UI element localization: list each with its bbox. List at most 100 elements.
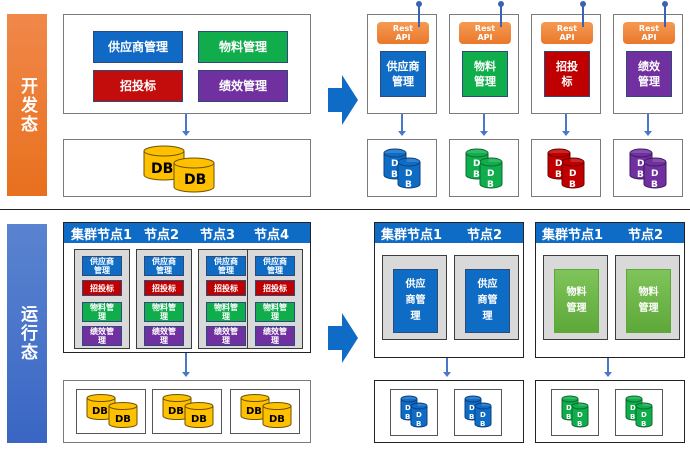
node-service: 物料 管理: [626, 269, 671, 333]
db-letter: B: [405, 413, 410, 421]
db-letter: B: [487, 180, 494, 190]
node-module-line: 招投标: [263, 283, 287, 293]
db-group-box: D B D B: [615, 389, 663, 436]
node-module: 绩效管 理: [144, 326, 184, 346]
node-module: 供应商 管理: [206, 256, 246, 276]
phase-label-dev-text: 开发态: [17, 76, 37, 134]
node-module: 物料管 理: [206, 302, 246, 322]
db-letter: B: [577, 420, 582, 428]
cluster-node-1: 物料 管理: [543, 255, 608, 340]
node-module-line: 理: [98, 336, 106, 345]
node-service: 物料 管理: [554, 269, 599, 333]
db-letter: B: [630, 413, 635, 421]
node-module-line: 管理: [94, 266, 110, 275]
node-module-line: 供应商: [90, 257, 114, 266]
node-module-line: 供应商: [152, 257, 176, 266]
node-module: 绩效管 理: [255, 326, 295, 346]
database-icon: DB DB: [162, 394, 214, 428]
cluster-node-1: 供应商 管理 招投标 物料管 理 绩效管 理: [74, 249, 130, 349]
db-letter: D: [651, 169, 658, 179]
microservice-db-box: D B D B: [449, 139, 519, 197]
dev-module-material: 物料管理: [198, 31, 288, 63]
database-icon: D B D B: [547, 148, 585, 190]
api-connector-dot: [498, 1, 504, 7]
microservice-module: 绩效 管理: [626, 51, 672, 97]
node-module: 招投标: [255, 280, 295, 296]
db-label: DB: [168, 406, 184, 417]
node-module-line: 理: [160, 312, 168, 321]
database-icon: DB DB: [240, 394, 292, 428]
dev-monolith-db-box: DB DB: [63, 139, 311, 197]
node-module: 物料管 理: [255, 302, 295, 322]
run-monolith-arrow: [182, 353, 190, 377]
api-label: API: [395, 33, 411, 42]
db-letter: D: [416, 411, 422, 419]
phase-label-run: 运行态: [7, 224, 47, 443]
node-module-line: 绩效管: [263, 327, 287, 336]
phase-divider: [0, 209, 690, 210]
api-label: API: [477, 33, 493, 42]
db-label-2: DB: [184, 172, 206, 188]
service-name-line: 标: [561, 75, 573, 88]
cluster-node-2-label: 节点2: [467, 227, 503, 243]
db-letter: B: [469, 413, 474, 421]
service-line: 管理: [638, 303, 659, 314]
transform-arrow-dev: [328, 75, 358, 125]
node-module-line: 绩效管: [152, 327, 176, 336]
cluster-node-4-label: 节点4: [254, 227, 290, 243]
db-group-box: D B D B: [551, 389, 599, 436]
api-connector-line: [664, 3, 666, 27]
db-letter: B: [405, 180, 412, 190]
db-letter: B: [651, 180, 658, 190]
api-connector-dot: [662, 1, 668, 7]
api-connector-line: [418, 3, 420, 27]
node-module-line: 管理: [267, 266, 283, 275]
cluster-header: 集群节点1 节点2: [375, 223, 523, 243]
cluster-db-box: D B D B D B D B: [374, 380, 524, 443]
db-letter: B: [641, 420, 646, 428]
dev-module-supplier: 供应商管理: [93, 31, 183, 63]
cluster-node-1-label: 集群节点1: [381, 227, 443, 243]
microservice-box: Rest API 供应商 管理: [367, 14, 437, 114]
db-letter: D: [405, 404, 411, 412]
db-label: DB: [269, 414, 285, 425]
service-line: 供应: [405, 279, 426, 290]
db-letter: D: [641, 411, 647, 419]
db-letter: D: [577, 411, 583, 419]
db-letter: D: [469, 404, 475, 412]
db-letter: B: [391, 170, 398, 180]
database-icon: D B D B: [629, 148, 667, 190]
node-module-line: 绩效管: [214, 327, 238, 336]
node-service: 供应 商管 理: [393, 269, 438, 333]
run-microservice-cluster-box: 集群节点1 节点2 供应 商管 理 供应 商管 理: [374, 222, 524, 358]
service-line: 商管: [405, 295, 426, 306]
rest-label: Rest: [474, 24, 496, 33]
db-letter: D: [473, 159, 480, 169]
cluster-db-box: D B D B D B D B: [535, 380, 685, 443]
cluster-node-2-label: 节点2: [144, 227, 180, 243]
db-letter: B: [566, 413, 571, 421]
node-module: 招投标: [206, 280, 246, 296]
cluster-db-arrow: [443, 358, 451, 377]
node-module-line: 理: [271, 336, 279, 345]
service-line: 物料: [566, 287, 587, 298]
db-label: DB: [92, 406, 108, 417]
node-module-line: 理: [98, 312, 106, 321]
db-letter: D: [555, 159, 562, 169]
db-label: DB: [246, 406, 262, 417]
db-group-box: D B D B: [454, 389, 502, 436]
service-name-line: 管理: [392, 75, 414, 88]
node-module: 供应商 管理: [255, 256, 295, 276]
service-line: 理: [410, 311, 421, 322]
db-letter: D: [630, 404, 636, 412]
service-name-line: 供应商: [386, 60, 420, 73]
service-name-line: 管理: [638, 75, 660, 88]
db-group-box: DB DB: [152, 389, 222, 434]
node-module: 物料管 理: [82, 302, 122, 322]
node-module-line: 物料管: [90, 303, 114, 312]
cluster-node-2: 供应商 管理 招投标 物料管 理 绩效管 理: [136, 249, 192, 349]
node-module: 招投标: [82, 280, 122, 296]
cluster-node-2-label: 节点2: [628, 227, 664, 243]
node-module-line: 供应商: [263, 257, 287, 266]
rest-api-badge: Rest API: [459, 22, 511, 44]
